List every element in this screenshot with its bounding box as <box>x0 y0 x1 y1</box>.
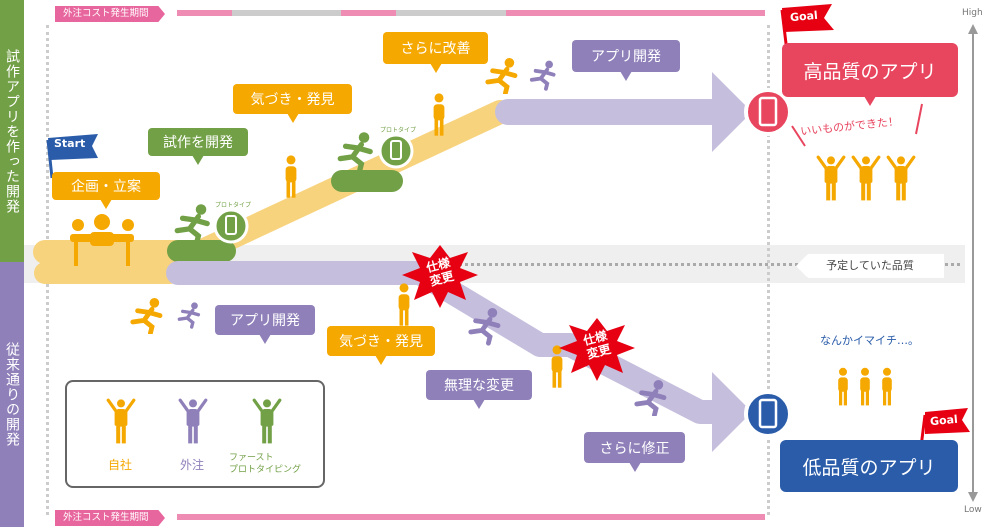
label-discover-bottom: 気づき・発見 <box>327 326 435 365</box>
comment-low: なんかイマイチ…。 <box>820 334 919 347</box>
outsource-path-bottom <box>166 261 732 424</box>
person-icon <box>882 367 892 406</box>
running-person-icon <box>133 298 160 333</box>
start-flag-icon <box>48 134 98 160</box>
prototype-label: プロトタイプ <box>380 127 417 134</box>
label-app-dev-top: アプリ開発 <box>572 40 680 81</box>
cost-bar <box>177 514 765 520</box>
running-person-icon <box>177 204 207 243</box>
start-flag-label: Start <box>54 137 86 150</box>
goal-flag-label: Goal <box>789 8 819 25</box>
prototype-phone-icon <box>213 208 249 244</box>
cheering-person-icon <box>816 154 846 203</box>
legend-outsource: 外注 <box>180 458 205 472</box>
result-high-quality: 高品質のアプリ <box>782 43 958 106</box>
result-low-quality: 低品質のアプリ <box>780 440 958 492</box>
prototype-label: プロトタイプ <box>215 202 252 209</box>
goal-flag-icon <box>925 408 970 434</box>
side-label-prototype: 試作アプリを作った開発 <box>0 0 24 262</box>
axis-high-label: High <box>962 8 983 18</box>
label-improve: さらに改善 <box>383 32 488 73</box>
first-prototyping-icon <box>252 397 282 445</box>
label-fix: さらに修正 <box>584 432 685 472</box>
legend: 自社 外注 ファースト プロトタイピング <box>65 380 325 488</box>
running-person-icon <box>179 302 198 327</box>
person-icon <box>860 367 870 406</box>
person-icon <box>838 367 848 406</box>
comment-line <box>915 103 923 135</box>
planned-quality-line <box>440 263 960 266</box>
cheering-person-icon <box>851 154 881 203</box>
outsource-icon <box>178 397 208 445</box>
legend-fpt-line1: ファースト <box>229 453 274 463</box>
prototype-phone-icon <box>378 133 414 169</box>
goal-flag-label: Goal <box>929 412 959 429</box>
side-label-traditional: 従来通りの開発 <box>0 262 24 527</box>
running-person-icon <box>532 61 554 89</box>
cheering-person-icon <box>886 154 916 203</box>
cost-period-tag-bottom: 外注コスト発生期間 <box>55 510 165 526</box>
label-plan: 企画・立案 <box>52 172 160 209</box>
person-icon <box>285 155 297 198</box>
divider <box>767 25 770 515</box>
axis-low-label: Low <box>964 505 982 515</box>
label-forced-change: 無理な変更 <box>426 370 532 409</box>
spec-change-burst <box>402 245 478 308</box>
cost-period-tag-top: 外注コスト発生期間 <box>55 6 165 22</box>
label-app-dev-bottom: アプリ開発 <box>215 305 315 344</box>
label-discover: 気づき・発見 <box>233 84 352 123</box>
idle-bar <box>232 10 341 16</box>
person-icon <box>398 283 410 326</box>
arrow-head <box>712 72 752 152</box>
goal-flag-icon <box>782 4 834 32</box>
legend-fpt-line2: プロトタイピング <box>229 465 302 475</box>
idle-bar <box>396 10 506 16</box>
spec-change-burst <box>559 318 635 381</box>
axis-arrow-down <box>968 492 978 502</box>
label-prototype-dev: 試作を開発 <box>148 128 248 165</box>
phone-icon-high <box>744 88 792 136</box>
meeting-icon <box>70 214 134 266</box>
arrow-head <box>712 372 752 452</box>
person-icon <box>551 345 563 388</box>
own-company-icon <box>106 397 136 445</box>
legend-own: 自社 <box>108 458 133 472</box>
axis-arrow-up <box>968 24 978 34</box>
running-person-icon <box>488 58 515 93</box>
cost-bar <box>506 10 765 16</box>
planned-quality-label: 予定していた品質 <box>796 254 944 278</box>
comment-line <box>791 125 806 147</box>
phone-icon-low <box>744 390 792 438</box>
cost-bar <box>341 10 396 16</box>
cost-bar <box>177 10 232 16</box>
legend-fpt: ファースト プロトタイピング <box>229 452 301 476</box>
